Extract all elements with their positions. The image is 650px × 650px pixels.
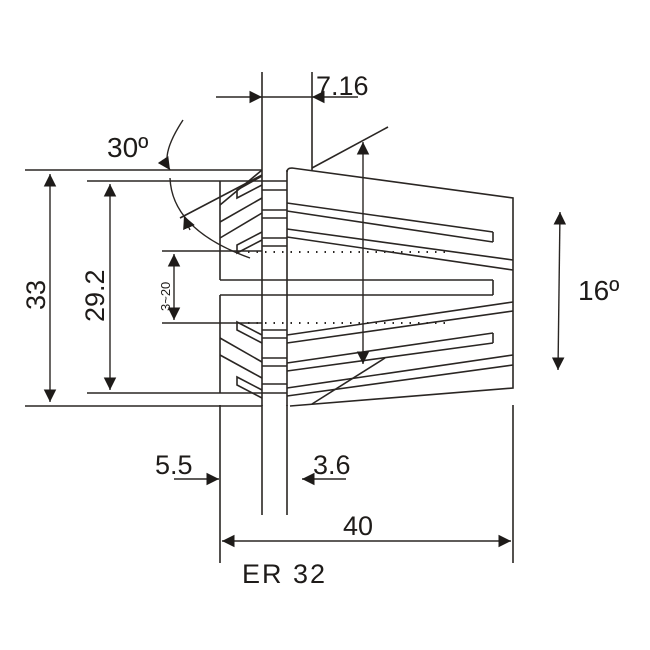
dim-front-angle-label: 30º	[107, 132, 148, 163]
dim-top-width-label: 7.16	[316, 71, 369, 101]
dim-taper-angle-label: 16º	[578, 275, 619, 306]
dimension-lines	[43, 90, 567, 548]
dim-front-offset-label: 5.5	[155, 450, 193, 480]
dim-clamping-range-label: 3~20	[158, 282, 173, 311]
dim-groove-offset-label: 3.6	[313, 450, 351, 480]
dim-outer-diameter-label: 33	[21, 280, 51, 310]
dim-overall-length-label: 40	[343, 511, 373, 541]
model-label: ER 32	[242, 559, 327, 589]
reference-lines	[25, 72, 514, 563]
collet-body	[179, 126, 514, 407]
dim-inner-diameter-label: 29.2	[80, 269, 110, 322]
